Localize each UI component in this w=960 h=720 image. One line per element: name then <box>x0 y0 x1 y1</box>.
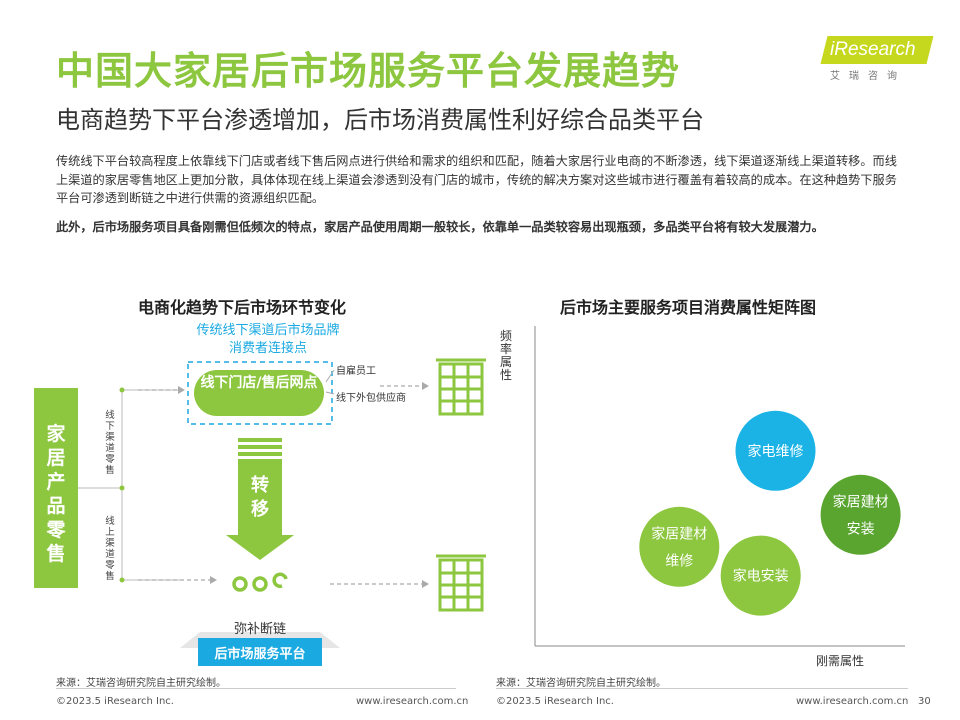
logo-sub-text: 艾瑞咨询 <box>830 71 906 82</box>
retail-label: 家居产品零售 <box>46 423 66 565</box>
bubble-label: 家居建材 <box>833 493 889 510</box>
y-axis-label: 频率属性 <box>500 329 513 382</box>
arrowhead-building-top <box>422 382 429 390</box>
bubble-1 <box>735 410 816 491</box>
fill-gap-label: 弥补断链 <box>233 622 286 637</box>
website-right[interactable]: www.iresearch.com.cn <box>796 696 909 707</box>
store-pill <box>194 370 324 416</box>
store-to-staff-line <box>325 369 335 383</box>
connector-dot-1 <box>232 576 248 592</box>
shift-label: 转移 <box>251 475 269 520</box>
shift-arrow-stripe-2 <box>238 445 282 449</box>
dot-offline <box>119 387 125 393</box>
connector-dot-3 <box>272 572 288 589</box>
store-label: 线下门店/售后网点 <box>200 375 318 391</box>
website-left[interactable]: www.iresearch.com.cn <box>356 696 469 707</box>
source-note-left: 来源：艾瑞咨询研究院自主研究绘制。 <box>56 678 226 689</box>
bubble-2 <box>820 474 901 555</box>
building-icon <box>436 554 486 612</box>
left-diagram-title: 电商化趋势下后市场环节变化 <box>138 298 347 317</box>
dot-middle <box>119 485 125 491</box>
footer-divider-left <box>56 688 456 689</box>
copyright-left: ©2023.5 iResearch Inc. <box>56 696 174 707</box>
supplier-label: 线下外包供应商 <box>336 393 406 404</box>
page-title: 中国大家居后市场服务平台发展趋势 <box>56 49 681 93</box>
iresearch-logo: iResearch 艾瑞咨询 <box>820 36 934 86</box>
platform-label: 后市场服务平台 <box>214 647 306 662</box>
highlight-paragraph: 此外，后市场服务项目具备刚需但低频次的特点，家居产品使用周期一般较长，依靠单一品… <box>56 220 824 234</box>
connector-dot-2 <box>252 576 268 592</box>
bubble-4 <box>720 535 801 616</box>
staff-label: 自雇员工 <box>336 366 376 377</box>
intro-paragraph: 传统线下平台较高程度上依靠线下门店或者线下售后网点进行供给和需求的组织和匹配，随… <box>56 154 897 205</box>
platform-badge <box>198 638 322 666</box>
shift-arrow-head <box>226 535 294 560</box>
logo-brand-text: iResearch <box>830 39 916 60</box>
online-channel-label: 线上渠道零售 <box>105 516 115 582</box>
channel-connection-label: 传统线下渠道后市场品牌消费者连接点 <box>196 323 340 356</box>
matrix-chart-title: 后市场主要服务项目消费属性矩阵图 <box>560 298 817 317</box>
building-icon <box>436 358 486 416</box>
bubble-3 <box>639 506 720 587</box>
offline-channel-label: 线下渠道零售 <box>105 410 115 476</box>
arrowhead-to-platform <box>210 576 217 584</box>
dot-online <box>119 577 125 583</box>
page-subtitle: 电商趋势下平台渗透增加，后市场消费属性利好综合品类平台 <box>56 106 704 134</box>
shift-arrow-stripe-1 <box>238 438 282 442</box>
x-axis-label: 刚需属性 <box>816 654 865 668</box>
bubble-label: 安装 <box>847 521 875 537</box>
shift-arrow <box>226 438 294 560</box>
bubble-label: 家居建材 <box>651 525 707 542</box>
shift-arrow-stripe-3 <box>238 452 282 456</box>
copyright-right: ©2023.5 iResearch Inc. <box>496 696 614 707</box>
shift-arrow-shaft <box>238 459 282 535</box>
bubble-label: 维修 <box>665 553 693 569</box>
page-number: 30 <box>918 696 931 707</box>
retail-box <box>34 388 78 588</box>
footer-divider-right <box>496 688 908 689</box>
store-to-supplier-line <box>325 391 335 395</box>
source-note-right: 来源：艾瑞咨询研究院自主研究绘制。 <box>496 678 666 689</box>
arrowhead-to-store <box>178 386 185 394</box>
arrowhead-building-bottom <box>422 580 429 588</box>
bubble-label: 家电维修 <box>748 443 804 460</box>
bubble-label: 家电安装 <box>733 568 789 585</box>
